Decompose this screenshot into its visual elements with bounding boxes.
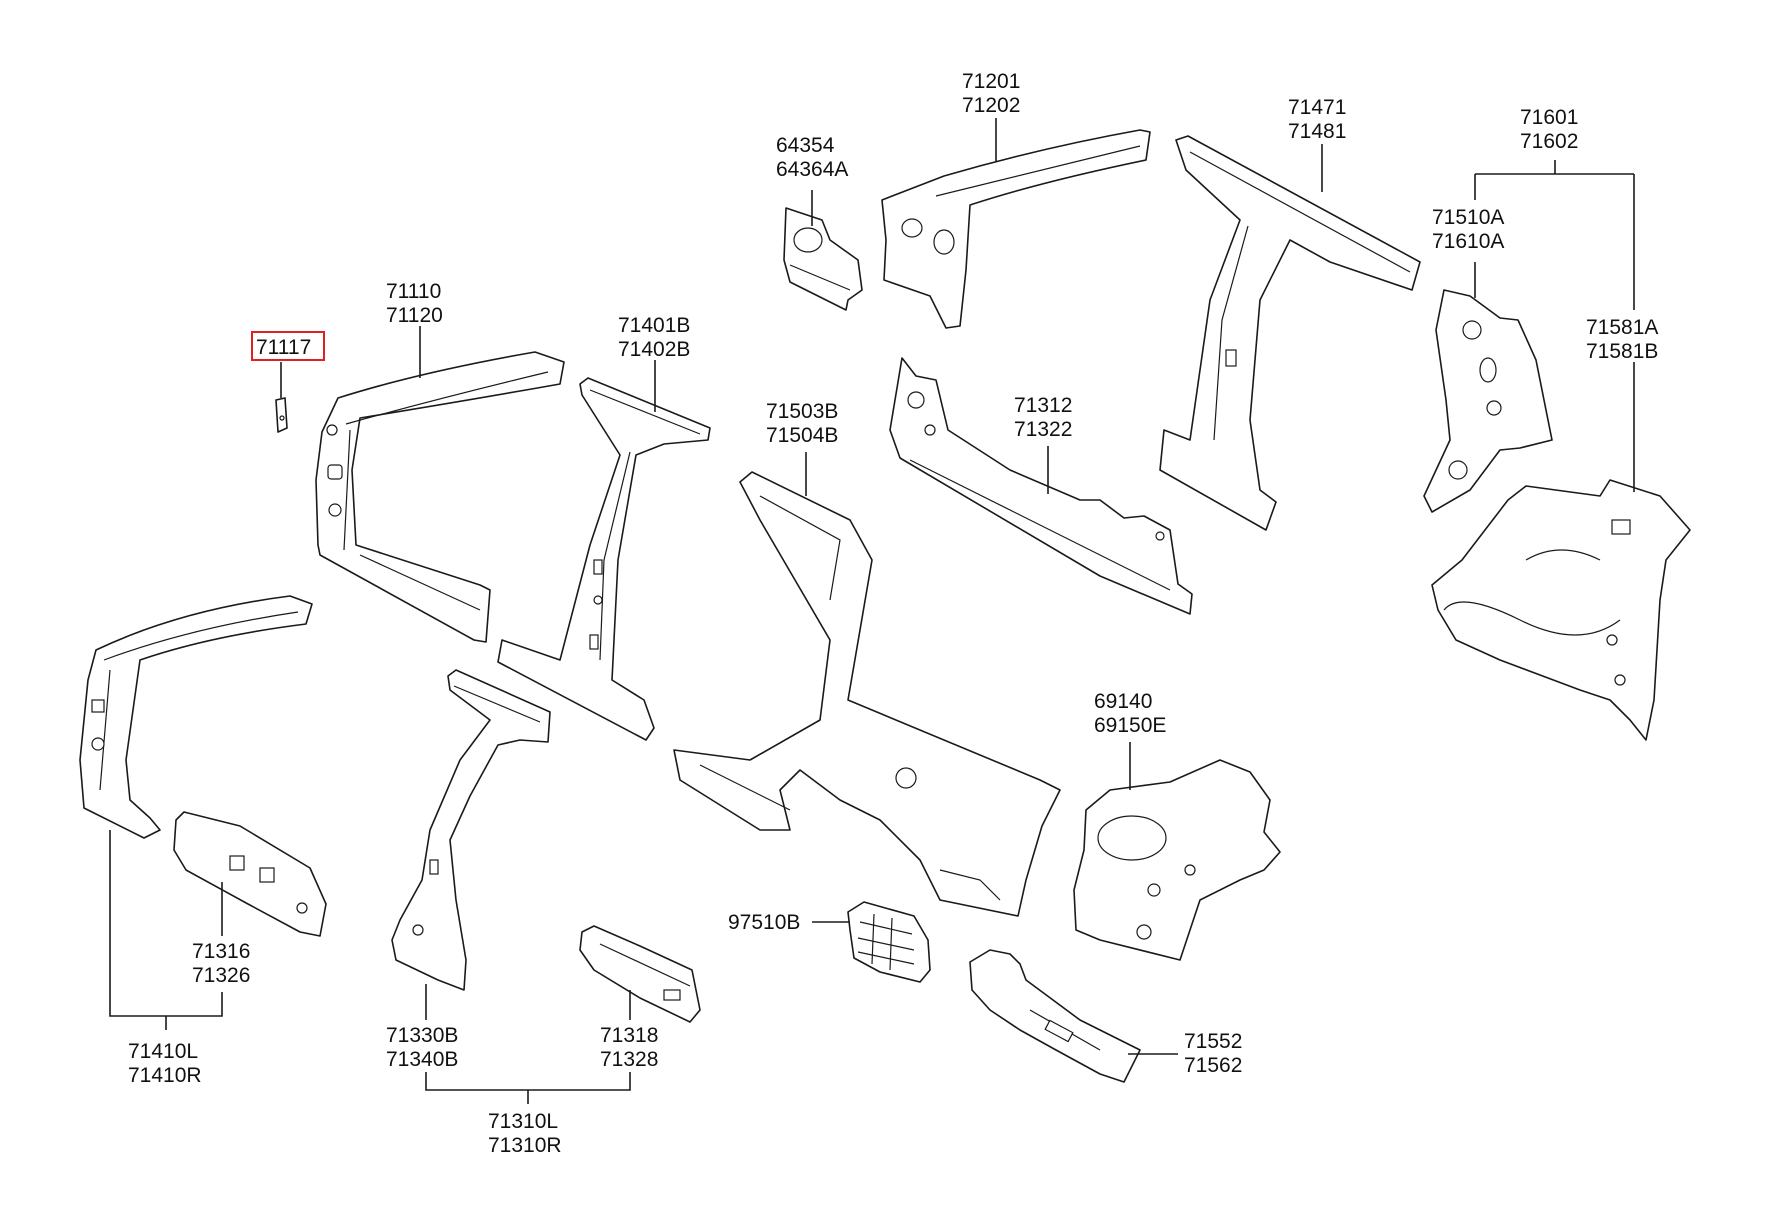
label-71120: 71120 (386, 304, 443, 327)
leader-lines (109, 118, 1635, 1104)
part-71552-floor-side-extension (969, 949, 1141, 1083)
label-71318: 71318 (600, 1024, 658, 1047)
label-71328: 71328 (600, 1048, 658, 1071)
label-71410L: 71410L (128, 1040, 198, 1063)
label-71552: 71552 (1184, 1030, 1242, 1053)
label-71481: 71481 (1288, 120, 1346, 143)
label-71504B: 71504B (766, 424, 838, 447)
label-71471: 71471 (1288, 96, 1346, 119)
part-71201-front-pillar-inner (881, 129, 1151, 329)
label-71330B: 71330B (386, 1024, 458, 1047)
part-71410l-front-pillar-assy (79, 595, 313, 839)
label-71602: 71602 (1520, 130, 1578, 153)
label-97510B: 97510B (728, 911, 800, 934)
part-71312-side-sill-inner (889, 357, 1193, 615)
label-71110: 71110 (386, 280, 441, 303)
label-71340B: 71340B (386, 1048, 458, 1071)
label-64354: 64354 (776, 134, 835, 157)
part-71401b-center-pillar-outer (497, 377, 711, 741)
part-97510b-vent-grille (847, 901, 931, 983)
label-71562: 71562 (1184, 1054, 1242, 1077)
label-71326: 71326 (192, 964, 250, 987)
label-71117: 71117 (256, 336, 311, 359)
part-71318-sill-inner-reinforcement (579, 925, 701, 1023)
part-71316-sill-reinforcement (173, 811, 327, 937)
label-71201: 71201 (962, 70, 1020, 93)
part-64354-hinge-bracket (783, 207, 863, 311)
part-69140-fuel-filler-housing (1073, 759, 1281, 961)
part-71330b-center-pillar-inner (391, 669, 551, 991)
label-71310R: 71310R (488, 1134, 562, 1157)
label-71401B: 71401B (618, 314, 690, 337)
label-71510A: 71510A (1432, 206, 1504, 229)
label-71402B: 71402B (618, 338, 690, 361)
part-71581a-wheel-house-assy (1431, 479, 1691, 741)
label-71581B: 71581B (1586, 340, 1658, 363)
highlight-box-71117 (251, 331, 325, 361)
label-71581A: 71581A (1586, 316, 1658, 339)
label-71601: 71601 (1520, 106, 1578, 129)
part-71110-side-outer-frame (315, 351, 565, 643)
label-71202: 71202 (962, 94, 1020, 117)
label-69140: 69140 (1094, 690, 1152, 713)
label-71503B: 71503B (766, 400, 838, 423)
label-69150E: 69150E (1094, 714, 1166, 737)
label-71610A: 71610A (1432, 230, 1504, 253)
label-64364A: 64364A (776, 158, 848, 181)
label-71310L: 71310L (488, 1110, 558, 1133)
label-71322: 71322 (1014, 418, 1072, 441)
label-71312: 71312 (1014, 394, 1072, 417)
part-71471-center-pillar-inner (1159, 135, 1421, 531)
part-71117-bracket (275, 397, 288, 433)
part-71503b-quarter-panel-outer (673, 471, 1061, 917)
part-71510a-rear-pillar-inner (1423, 289, 1553, 513)
label-71316: 71316 (192, 940, 250, 963)
label-71410R: 71410R (128, 1064, 202, 1087)
